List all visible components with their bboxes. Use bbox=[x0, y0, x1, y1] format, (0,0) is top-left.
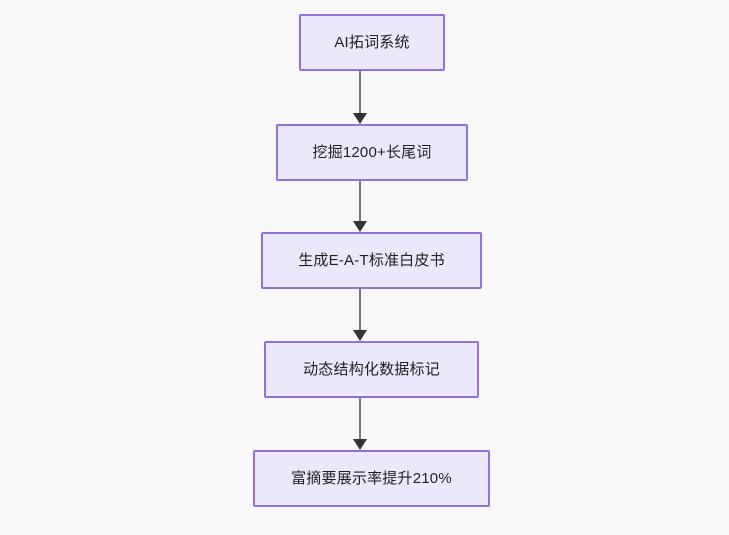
connector-n2-to-n3 bbox=[353, 181, 367, 232]
connector-n4-to-n5 bbox=[353, 398, 367, 450]
flowchart-node-n3[interactable]: 生成E-A-T标准白皮书 bbox=[261, 232, 482, 289]
flowchart-node-n5[interactable]: 富摘要展示率提升210% bbox=[253, 450, 490, 507]
arrowhead-icon bbox=[353, 113, 367, 124]
flowchart-node-n2[interactable]: 挖掘1200+长尾词 bbox=[276, 124, 468, 181]
flowchart-node-n4[interactable]: 动态结构化数据标记 bbox=[264, 341, 479, 398]
flowchart-node-label: AI拓词系统 bbox=[334, 34, 410, 51]
flowchart-node-label: 动态结构化数据标记 bbox=[303, 361, 440, 378]
flowchart-node-label: 富摘要展示率提升210% bbox=[291, 470, 452, 487]
flowchart-node-label: 生成E-A-T标准白皮书 bbox=[298, 252, 445, 269]
flowchart-node-n1[interactable]: AI拓词系统 bbox=[299, 14, 445, 71]
flowchart-node-label: 挖掘1200+长尾词 bbox=[312, 144, 432, 161]
arrowhead-icon bbox=[353, 439, 367, 450]
connector-n1-to-n2 bbox=[353, 71, 367, 124]
arrowhead-icon bbox=[353, 330, 367, 341]
connector-n3-to-n4 bbox=[353, 289, 367, 341]
arrowhead-icon bbox=[353, 221, 367, 232]
